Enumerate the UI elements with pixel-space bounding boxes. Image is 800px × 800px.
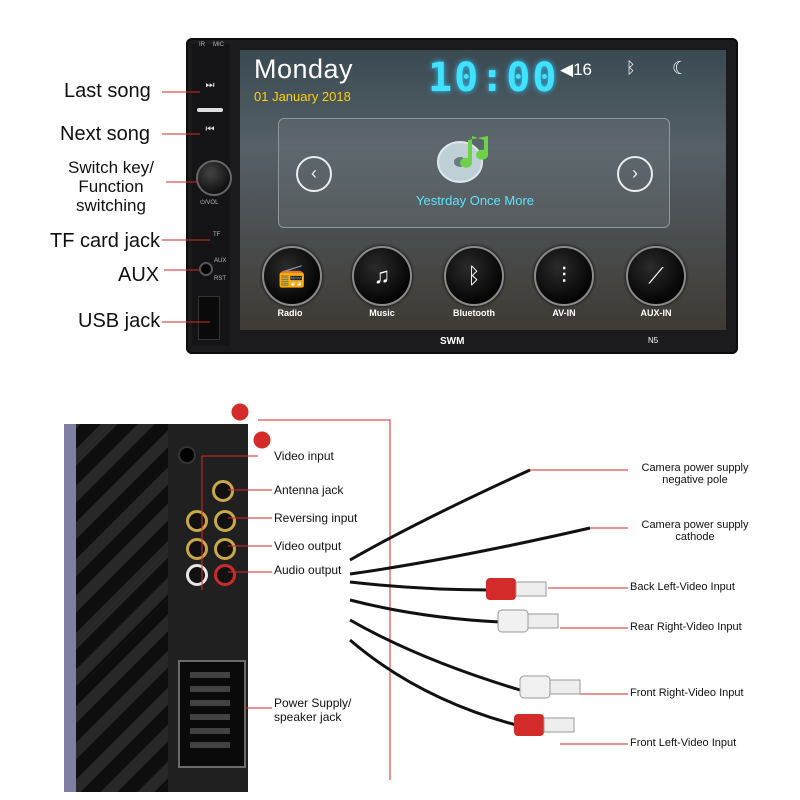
label-front-left-video: Front Left-Video Input xyxy=(630,737,737,749)
clock-display: 10:00 xyxy=(428,55,559,101)
label-back-left-video: Back Left-Video Input xyxy=(630,581,735,593)
label-reversing-input: Reversing input xyxy=(274,511,358,525)
next-song-button[interactable]: ⏮ xyxy=(205,124,215,135)
label-antenna-jack: Antenna jack xyxy=(274,483,344,497)
callout-tf-card: TF card jack xyxy=(50,230,161,252)
callout-last-song: Last song xyxy=(64,80,151,102)
heatsink-edge xyxy=(64,424,76,792)
mic-label: MIC xyxy=(213,42,224,48)
callout-usb: USB jack xyxy=(78,310,161,332)
reversing-input-jack-2 xyxy=(214,510,236,532)
radio-label: Radio xyxy=(277,308,303,318)
label-camera-cathode: Camera power supply cathode xyxy=(641,519,749,543)
mount-hole xyxy=(178,446,196,464)
rst-label: RST xyxy=(214,276,226,282)
antenna-jack xyxy=(212,480,234,502)
moon-icon[interactable]: ☾ xyxy=(672,58,689,78)
heatsink-fins xyxy=(64,424,168,792)
audio-output-jack-right xyxy=(214,564,236,586)
callout-aux: AUX xyxy=(118,264,160,286)
song-title: Yestrday Once More xyxy=(415,193,535,208)
previous-track-button[interactable]: ‹ xyxy=(296,156,332,192)
radio-icon: 📻 xyxy=(278,263,306,288)
av-in-icon: ⫶ xyxy=(561,263,567,288)
usb-port[interactable] xyxy=(198,296,220,340)
label-video-output: Video output xyxy=(274,539,342,553)
callout-next-song: Next song xyxy=(60,123,151,145)
brand-label: SWM xyxy=(440,336,465,347)
volume-indicator: ◀16 xyxy=(560,60,592,80)
av-in-app-button[interactable]: ⫶ xyxy=(534,246,594,306)
aux-in-label: AUX-IN xyxy=(640,308,672,318)
label-audio-output: Audio output xyxy=(274,563,342,577)
radio-app-button[interactable]: 📻 xyxy=(262,246,322,306)
volume-knob[interactable] xyxy=(196,160,232,196)
label-camera-negative: Camera power supply negative pole xyxy=(641,462,749,486)
connector-pins xyxy=(190,672,230,752)
bluetooth-status-icon: ᛒ xyxy=(626,60,636,77)
bluetooth-app-button[interactable]: ᛒ xyxy=(444,246,504,306)
callout-switch-key: Switch key/ Function switching xyxy=(68,158,154,215)
music-label: Music xyxy=(369,308,395,318)
label-video-input: Video input xyxy=(274,449,334,463)
music-note-icon: ♫ xyxy=(373,263,391,288)
tf-label: TF xyxy=(213,232,221,238)
panel-divider xyxy=(197,108,223,112)
aux-port-label: AUX xyxy=(214,258,227,264)
label-power-supply: Power Supply/ speaker jack xyxy=(274,696,352,724)
day-label: Monday xyxy=(254,54,354,84)
vol-label: ⏻/VOL xyxy=(200,200,219,206)
ir-label: IR xyxy=(199,42,205,48)
bluetooth-icon: ᛒ xyxy=(467,263,481,288)
next-track-button[interactable]: › xyxy=(617,156,653,192)
label-front-right-video: Front Right-Video Input xyxy=(630,687,744,699)
label-rear-right-video: Rear Right-Video Input xyxy=(630,621,742,633)
av-in-label: AV-IN xyxy=(552,308,576,318)
music-app-button[interactable]: ♫ xyxy=(352,246,412,306)
volume-value: 16 xyxy=(573,60,592,79)
aux-port[interactable] xyxy=(199,262,213,276)
date-label: 01 January 2018 xyxy=(254,89,351,104)
last-song-button[interactable]: ⏭ xyxy=(205,80,215,91)
bluetooth-label: Bluetooth xyxy=(453,308,495,318)
speaker-icon: ◀ xyxy=(560,60,574,79)
video-output-jack-2 xyxy=(214,538,236,560)
aux-plug-icon: ⟋ xyxy=(648,263,664,288)
aux-in-app-button[interactable]: ⟋ xyxy=(626,246,686,306)
music-disc-icon xyxy=(437,136,489,183)
model-label: N5 xyxy=(648,336,659,345)
